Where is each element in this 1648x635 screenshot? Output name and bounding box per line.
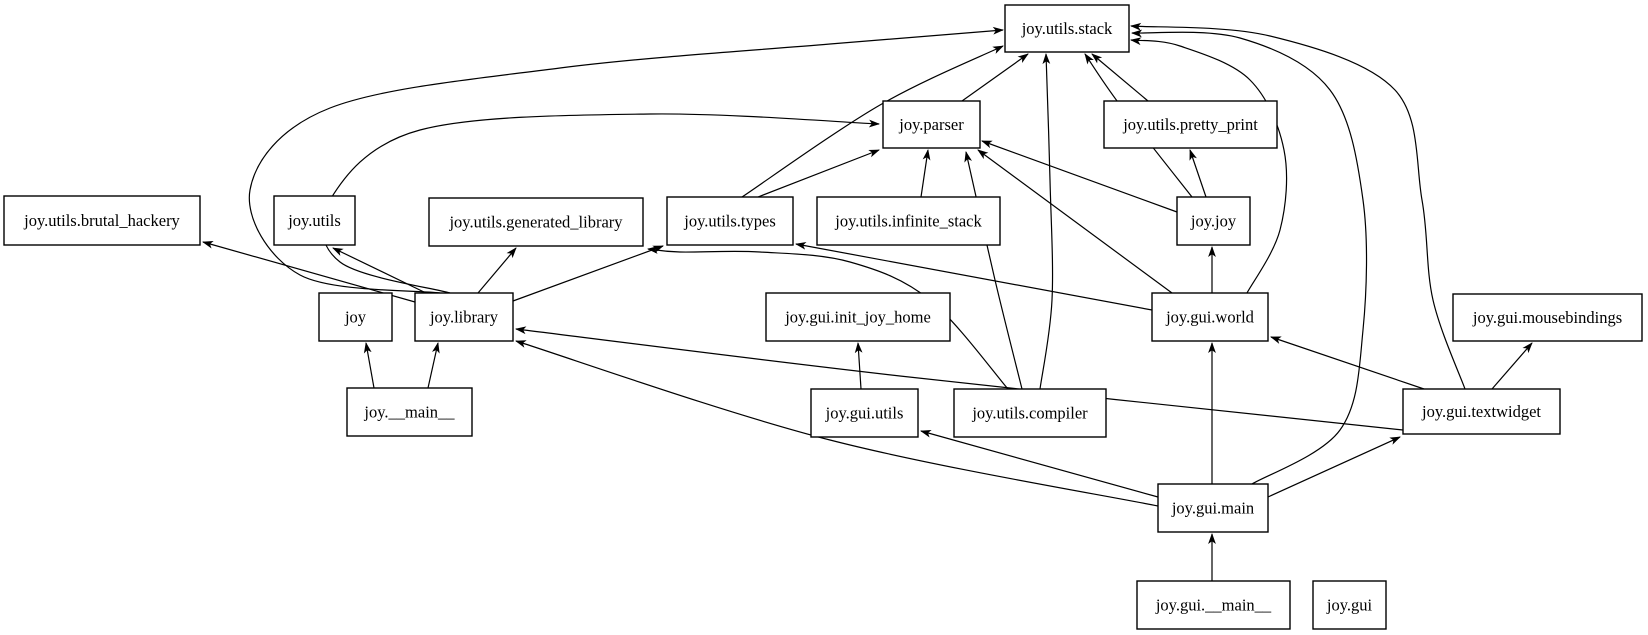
node-label-joy-gui-main: joy.gui.main	[1171, 499, 1254, 518]
edge-joy-utils-types-to-joy-utils-stack	[741, 45, 1004, 198]
node-box-joy-utils-brutal-hackery	[3, 195, 201, 246]
node-box-joy-utils-compiler	[953, 388, 1107, 438]
node-joy-gui-textwidget: joy.gui.textwidget	[1402, 388, 1561, 435]
node-label-joy-utils-stack: joy.utils.stack	[1021, 19, 1113, 38]
node-joy-utils-infinite-stack: joy.utils.infinite_stack	[816, 196, 1001, 246]
node-joy-gui-utils: joy.gui.utils	[810, 388, 919, 438]
edge-joy-gui-main-to-joy-gui-utils	[920, 429, 1159, 498]
node-box-joy-utils-generated-library	[428, 197, 644, 247]
node-box-joy-utils-infinite-stack	[816, 196, 1001, 246]
node-label-joy-utils-infinite-stack: joy.utils.infinite_stack	[834, 212, 982, 231]
node-joy-gui-world: joy.gui.world	[1151, 292, 1269, 342]
edge-joy-parser-to-joy-utils-stack	[961, 53, 1029, 102]
edge-joy-gui-world-to-joy-parser	[977, 149, 1173, 294]
node-label-joy-main: joy.__main__	[363, 403, 455, 422]
node-label-joy-utils: joy.utils	[287, 211, 341, 230]
node-joy-utils-generated-library: joy.utils.generated_library	[428, 197, 644, 247]
edge-joy-gui-utils-to-joy-gui-init-joy-home	[854, 342, 863, 390]
edge-joy-joy-to-joy-parser	[981, 140, 1178, 213]
edge-joy-utils-compiler-to-joy-utils-stack	[1039, 53, 1054, 390]
edge-joy-utils-types-to-joy-parser	[757, 149, 880, 198]
node-joy-library: joy.library	[414, 292, 514, 342]
edge-joy-library-to-joy-utils	[332, 247, 427, 294]
node-box-joy-utils-stack	[1004, 4, 1130, 53]
node-joy-utils-brutal-hackery: joy.utils.brutal_hackery	[3, 195, 201, 246]
node-joy-utils-stack: joy.utils.stack	[1004, 4, 1130, 53]
node-joy-main: joy.__main__	[346, 387, 473, 437]
node-box-joy-library	[414, 292, 514, 342]
node-box-joy-utils-types	[666, 196, 794, 246]
node-label-joy-utils-pretty-print: joy.utils.pretty_print	[1122, 115, 1258, 134]
node-joy-gui-main-module: joy.gui.__main__	[1136, 580, 1291, 630]
edge-joy-gui-world-to-joy-utils-stack	[1130, 37, 1288, 294]
node-box-joy-main	[346, 387, 473, 437]
node-label-joy-utils-brutal-hackery: joy.utils.brutal_hackery	[23, 211, 180, 230]
node-box-joy-utils	[273, 195, 356, 246]
edge-joy-library-to-joy-utils-types	[512, 245, 664, 302]
node-joy-joy: joy.joy	[1176, 196, 1251, 246]
node-box-joy-parser	[882, 100, 981, 149]
edge-joy-utils-pretty-print-to-joy-utils-stack	[1091, 53, 1149, 102]
node-label-joy-utils-generated-library: joy.utils.generated_library	[448, 213, 623, 232]
node-label-joy-gui-utils: joy.gui.utils	[825, 404, 904, 423]
edge-joy-gui-textwidget-to-joy-gui-mousebindings	[1491, 342, 1533, 390]
node-joy-gui-main: joy.gui.main	[1157, 483, 1269, 533]
node-label-joy-parser: joy.parser	[898, 115, 964, 134]
edge-joy-gui-main-to-joy-utils-stack	[1131, 29, 1368, 485]
node-label-joy-utils-types: joy.utils.types	[683, 212, 776, 231]
edge-joy-gui-world-to-joy-utils-types	[795, 241, 1153, 311]
node-joy: joy	[318, 292, 393, 342]
node-label-joy-gui-textwidget: joy.gui.textwidget	[1421, 402, 1541, 421]
edge-joy-library-to-joy-utils-generated-library	[477, 247, 517, 294]
edge-joy-utils-compiler-to-joy-parser	[964, 151, 1023, 390]
edge-joy-main-to-joy	[363, 342, 375, 389]
edge-joy-gui-textwidget-to-joy-utils-stack	[1130, 22, 1466, 390]
node-label-joy-gui: joy.gui	[1326, 596, 1373, 615]
edge-joy-library-to-joy-parser	[321, 113, 880, 294]
node-box-joy	[318, 292, 393, 342]
node-joy-utils: joy.utils	[273, 195, 356, 246]
node-box-joy-gui-init-joy-home	[765, 292, 951, 342]
node-box-joy-joy	[1176, 196, 1251, 246]
edge-joy-utils-infinite-stack-to-joy-parser	[920, 149, 931, 198]
edge-joy-gui-textwidget-to-joy-gui-world	[1270, 336, 1425, 390]
node-joy-utils-pretty-print: joy.utils.pretty_print	[1103, 100, 1278, 149]
edge-joy-gui-textwidget-to-joy-library	[515, 326, 1404, 431]
node-joy-utils-types: joy.utils.types	[666, 196, 794, 246]
node-box-joy-gui-mousebindings	[1452, 293, 1643, 342]
node-box-joy-utils-pretty-print	[1103, 100, 1278, 149]
node-box-joy-gui-main-module	[1136, 580, 1291, 630]
edge-joy-gui-main-to-joy-library	[515, 340, 1159, 507]
node-label-joy-gui-main-module: joy.gui.__main__	[1155, 596, 1272, 615]
edge-joy-library-to-joy-utils-stack	[248, 26, 1004, 294]
node-joy-utils-compiler: joy.utils.compiler	[953, 388, 1107, 438]
node-box-joy-gui-main	[1157, 483, 1269, 533]
node-box-joy-gui-textwidget	[1402, 388, 1561, 435]
node-box-joy-gui-world	[1151, 292, 1269, 342]
node-label-joy-joy: joy.joy	[1190, 212, 1237, 231]
edge-joy-library-to-joy-utils-brutal-hackery	[202, 240, 416, 303]
node-joy-gui-init-joy-home: joy.gui.init_joy_home	[765, 292, 951, 342]
node-label-joy-gui-mousebindings: joy.gui.mousebindings	[1472, 308, 1622, 327]
node-box-joy-gui-utils	[810, 388, 919, 438]
edge-joy-main-to-joy-library	[427, 342, 440, 389]
node-label-joy-gui-world: joy.gui.world	[1165, 308, 1255, 327]
node-joy-gui: joy.gui	[1312, 580, 1387, 630]
node-label-joy-utils-compiler: joy.utils.compiler	[971, 404, 1088, 423]
node-label-joy-gui-init-joy-home: joy.gui.init_joy_home	[784, 308, 931, 327]
node-label-joy: joy	[344, 308, 367, 327]
node-joy-gui-mousebindings: joy.gui.mousebindings	[1452, 293, 1643, 342]
node-joy-parser: joy.parser	[882, 100, 981, 149]
edge-joy-joy-to-joy-utils-pretty-print	[1189, 149, 1207, 198]
node-box-joy-gui	[1312, 580, 1387, 630]
edge-joy-gui-main-to-joy-gui-textwidget	[1267, 436, 1401, 498]
node-label-joy-library: joy.library	[429, 308, 499, 327]
